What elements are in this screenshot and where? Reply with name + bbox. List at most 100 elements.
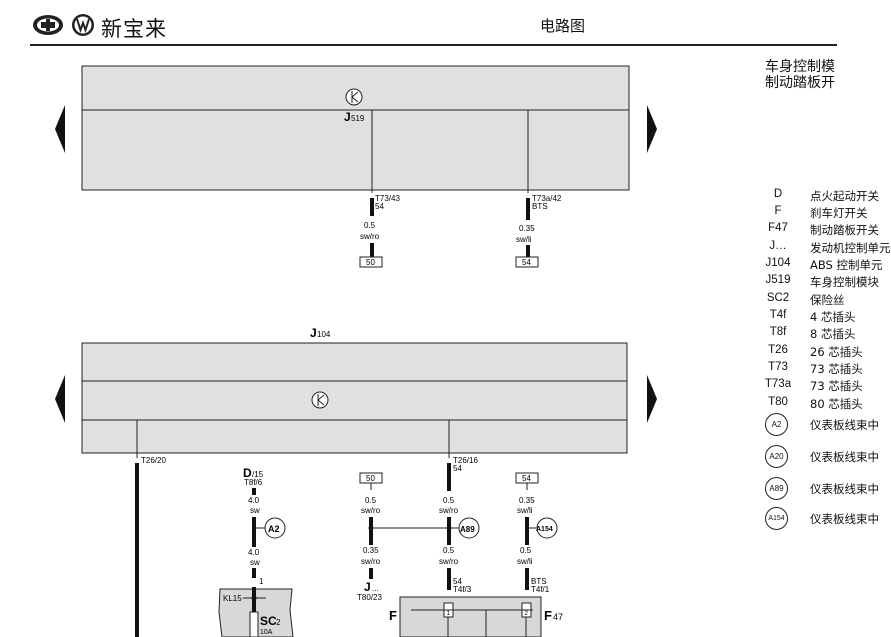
legend-code: T4f [769,309,787,321]
module-j519-sub: 519 [351,114,365,123]
next-page-arrow-bottom[interactable] [647,375,657,423]
brake-switch-block [399,596,542,637]
legend-code: J… [769,240,787,252]
wire-size: 0.5 [364,221,376,230]
pin-1: 1 [259,577,264,586]
component-j-sub: ... [372,584,379,593]
legend-desc: 80 芯插头 [810,397,863,411]
wire-size: 0.5 [443,546,455,555]
next-page-arrow-top[interactable] [647,105,657,153]
pin-t73-43: T73/43 [375,194,400,203]
legend-node: A154 [765,507,788,530]
section-title: 车身控制模 制动踏板开 [765,59,835,91]
legend-row: J104 ABS 控制单元 [760,257,883,273]
wire-color: sw [250,506,260,515]
legend-desc: 保险丝 [810,293,845,307]
legend-row: SC2 保险丝 [760,292,880,308]
wire-size: 0.35 [519,496,535,505]
legend-row: J… 发动机控制单元 [760,240,890,256]
conn-t80-23: T80/23 [357,593,382,602]
legend-row: T80 80 芯插头 [760,396,880,412]
wire-size: 0.5 [520,546,532,555]
module-j104 [81,342,628,454]
wire-color: sw/li [517,506,533,515]
pin-t73-43-signal: 54 [375,202,384,211]
wire-color: sw/li [517,557,533,566]
section-title-line1: 车身控制模 [765,59,835,75]
pin-t26-16-signal: 54 [453,464,462,473]
component-f47-sub: 47 [553,612,563,622]
document-title: 电路图 [540,17,586,35]
wire-color: sw/ro [361,557,381,566]
component-f47-label: F [544,608,552,623]
ref-box-54: 54 [522,474,531,483]
fuse-sc2-sub: 2 [276,618,281,627]
node-a2: A2 [268,524,280,534]
ecu-symbol-icon [345,88,363,106]
legend-code: J104 [765,257,791,269]
wire-color: sw/ro [360,232,380,241]
legend-desc: 仪表板线束中 [810,418,879,432]
legend-row: A2 仪表板线束中 [760,413,880,436]
wire-size: 0.5 [443,496,455,505]
prev-page-arrow-bottom[interactable] [55,375,65,423]
legend-code: T80 [768,396,788,408]
f47-conn-signal: BTS [531,577,547,586]
wire-size: 4.0 [248,548,260,557]
pin-t26-16: T26/16 [453,456,478,465]
section-title-line2: 制动踏板开 [765,75,835,91]
node-a89: A89 [460,525,475,534]
brand-name: 新宝来 [101,17,167,41]
pin-t73a-42-signal: BTS [532,202,548,211]
fuse-kl15: KL15 [223,594,242,603]
module-j519-label: J [344,110,351,124]
legend-code: T26 [768,344,788,356]
fuse-rating: 10A [260,629,273,636]
ref-box-54: 54 [522,258,531,267]
wire-size: 0.35 [519,224,535,233]
legend-node: A89 [765,477,788,500]
wire-size: 4.0 [248,496,260,505]
legend-row: T4f 4 芯插头 [760,309,880,325]
legend-code: T73 [768,361,788,373]
prev-page-arrow-top[interactable] [55,105,65,153]
wire-color: sw/li [516,235,532,244]
circuit-diagram: J 519 T73/43 54 0.5 sw/ro 50 T73a/42 BTS… [55,65,657,637]
legend-code: SC2 [766,292,790,304]
conn-t8f-6: T8f/6 [244,478,263,487]
pin-t26-20: T26/20 [141,456,166,465]
component-f-label: F [389,608,397,623]
legend-code: T8f [769,326,787,338]
node-a154: A154 [536,526,553,533]
pin-t73a-42: T73a/42 [532,194,562,203]
component-j-label: J [364,580,371,594]
legend-node: A20 [765,445,788,468]
ref-box-50: 50 [366,258,375,267]
legend-node: A2 [765,413,788,436]
wire-size: 0.5 [365,496,377,505]
legend-desc: 刹车灯开关 [810,206,868,220]
legend-desc: 4 芯插头 [810,310,856,324]
module-j104-label: J [310,326,317,340]
legend-desc: 点火起动开关 [810,189,879,203]
vw-logo-icon [72,14,94,36]
legend-code: J519 [765,274,791,286]
ref-box-50: 50 [366,474,375,483]
legend-desc: 发动机控制单元 [810,241,891,255]
f-conn-signal: 54 [453,577,462,586]
switch-pin-2: 2 [525,611,529,617]
legend-desc: 仪表板线束中 [810,512,879,526]
legend-desc: 制动踏板开关 [810,223,879,237]
legend-code: T73a [764,378,792,390]
faw-logo-icon [33,15,63,35]
wire-color: sw/ro [361,506,381,515]
legend-desc: ABS 控制单元 [810,258,883,272]
